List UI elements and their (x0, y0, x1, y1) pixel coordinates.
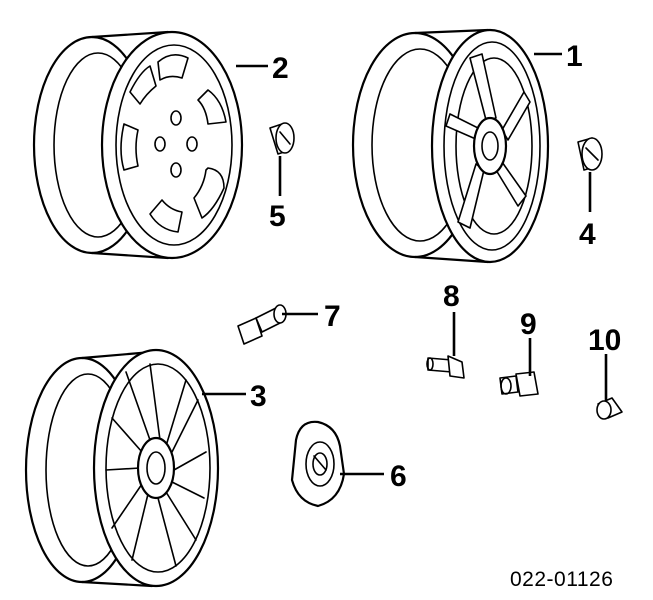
callout-8: 8 (443, 280, 460, 313)
wheel-1-illustration (351, 28, 550, 264)
callout-9: 9 (520, 308, 537, 341)
callout-6: 6 (390, 460, 407, 493)
part-9-clip (499, 371, 539, 397)
callout-3: 3 (250, 380, 267, 413)
callout-10: 10 (588, 324, 621, 357)
callout-4: 4 (579, 218, 596, 251)
leader-lines (202, 52, 608, 476)
callout-2: 2 (272, 52, 289, 85)
callout-1: 1 (566, 40, 583, 73)
wheel-3-illustration (24, 348, 220, 588)
callout-5: 5 (269, 200, 286, 233)
part-7-valve-stem (237, 304, 287, 345)
part-10-cap (596, 397, 623, 420)
part-5-center-cap (269, 122, 295, 155)
wheel-2-illustration (32, 30, 244, 260)
part-6-hub-cap (290, 420, 346, 508)
part-8-bolt (426, 355, 465, 379)
part-4-center-cap (577, 137, 603, 171)
diagram-code: 022-01126 (510, 568, 613, 591)
callout-7: 7 (324, 300, 341, 333)
